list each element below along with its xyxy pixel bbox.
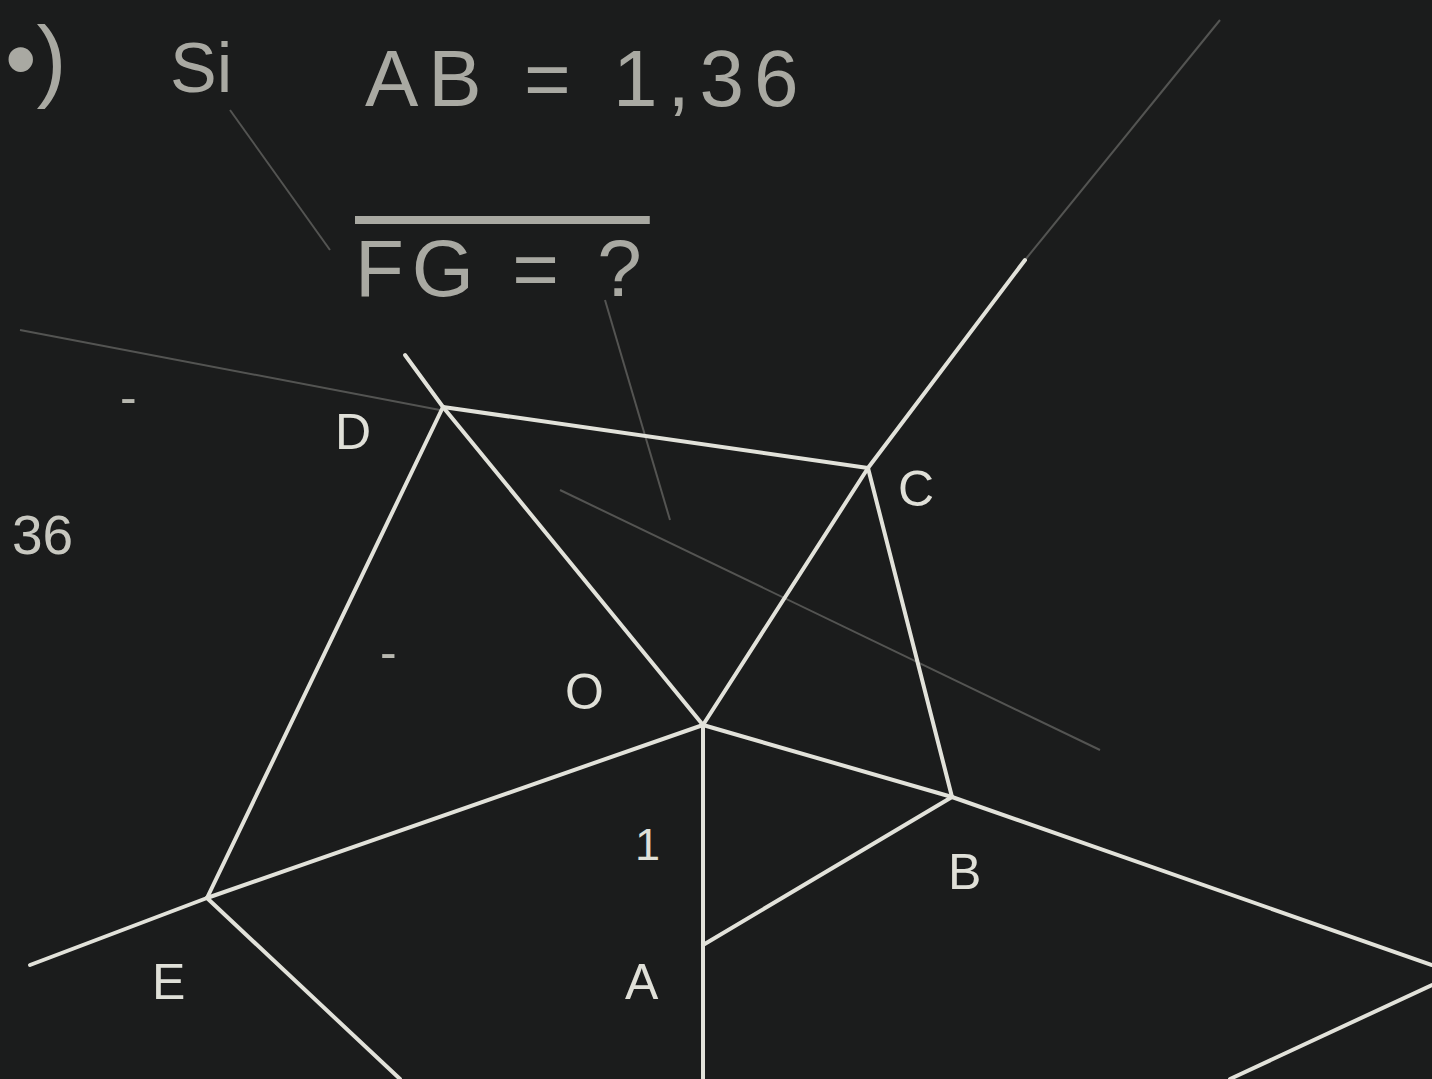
point-label: A	[625, 955, 658, 1010]
segment-oa	[701, 725, 705, 1079]
given-length: AB = 1,36	[365, 35, 809, 123]
segment-ob	[703, 725, 952, 797]
segment-cb	[868, 468, 952, 797]
segment-ab	[703, 797, 952, 945]
length-label: 1	[635, 820, 660, 870]
chalk-mark: -	[120, 370, 137, 425]
segment-eo	[207, 725, 703, 898]
point-label: O	[565, 665, 604, 720]
unknown-length: FG = ?	[355, 225, 650, 313]
point-label: E	[152, 955, 185, 1010]
point-label: B	[948, 845, 981, 900]
segment-co	[703, 468, 868, 725]
faint-stroke	[1025, 20, 1220, 260]
faint-stroke	[230, 110, 330, 250]
ray-e-down	[207, 898, 400, 1079]
ray-c	[868, 260, 1025, 468]
condition-word: Si	[170, 30, 232, 107]
outer-segment	[1230, 985, 1432, 1079]
faint-stroke	[605, 300, 670, 520]
point-label: C	[898, 462, 934, 517]
segment-do	[443, 407, 703, 725]
side-note: 36	[12, 505, 73, 566]
segment-dc	[443, 407, 868, 468]
ray-b	[952, 797, 1432, 965]
chalk-mark: -	[380, 625, 397, 680]
item-marker: •)	[5, 10, 66, 109]
ray-d	[405, 355, 443, 407]
segment-de	[207, 407, 443, 898]
point-label: D	[335, 405, 371, 460]
faint-stroke	[20, 330, 440, 410]
